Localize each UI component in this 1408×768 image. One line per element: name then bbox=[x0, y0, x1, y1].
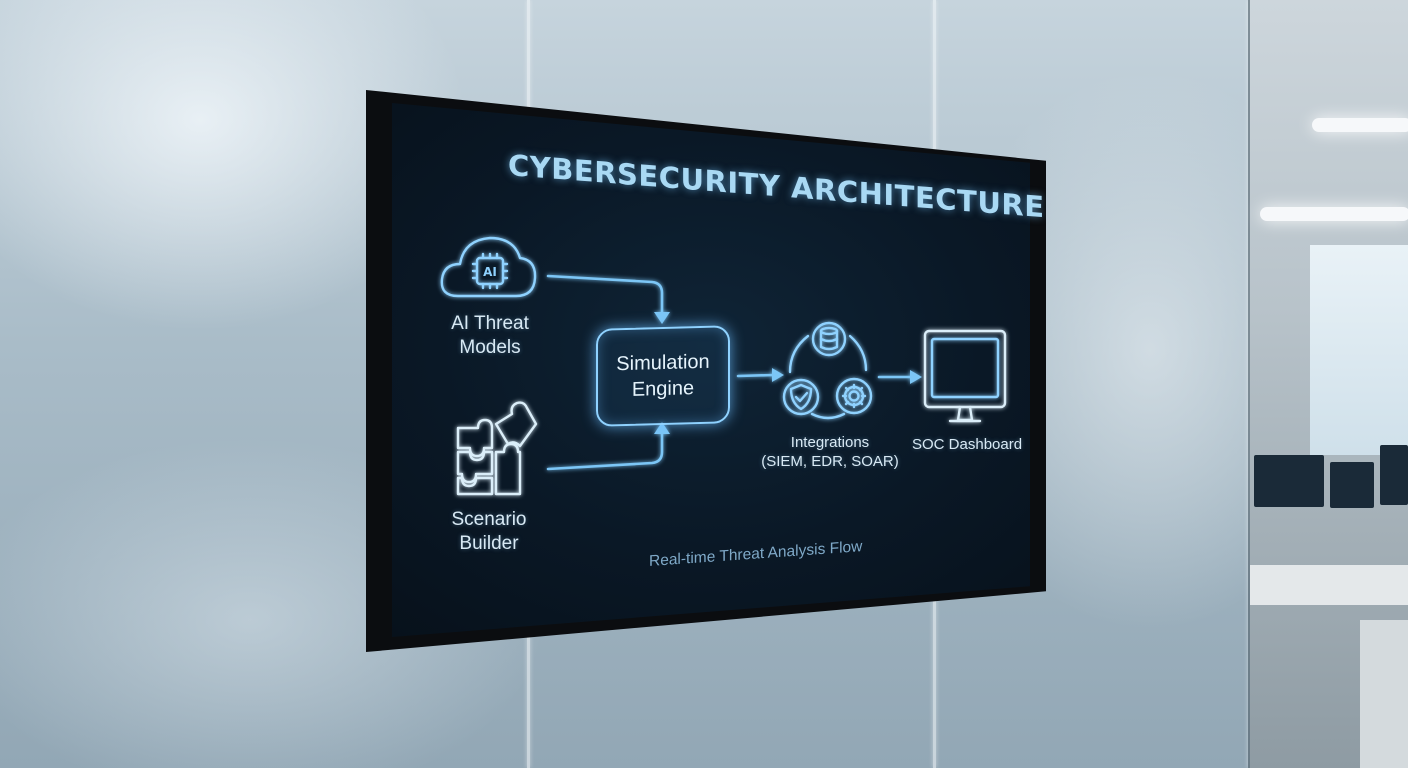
arrowhead bbox=[772, 368, 784, 382]
integrations-label: Integrations (SIEM, EDR, SOAR) bbox=[760, 434, 900, 472]
office-monitor bbox=[1330, 462, 1374, 508]
label-line: Builder bbox=[459, 532, 519, 554]
simulation-engine-label: Simulation Engine bbox=[616, 349, 709, 403]
label-line: Models bbox=[459, 336, 521, 358]
cloud-ai-chip-icon bbox=[440, 236, 537, 298]
arrowhead bbox=[654, 422, 670, 434]
database-icon bbox=[811, 321, 847, 357]
label-line: AI Threat bbox=[451, 313, 529, 334]
office-monitor bbox=[1254, 455, 1324, 507]
ceiling-light bbox=[1260, 207, 1408, 221]
soc-dashboard-label: SOC Dashboard bbox=[912, 436, 1023, 453]
arrowhead bbox=[654, 312, 670, 324]
monitor-icon bbox=[923, 329, 1007, 423]
arrowhead bbox=[910, 370, 922, 384]
office-monitor bbox=[1380, 445, 1408, 505]
label-line: Scenario bbox=[451, 509, 527, 530]
integration-cycle bbox=[788, 334, 868, 420]
simulation-engine-box: Simulation Engine bbox=[596, 325, 730, 427]
ai-threat-models-label: AI Threat Models bbox=[440, 312, 540, 360]
puzzle-icon bbox=[456, 401, 538, 496]
gear-icon bbox=[835, 377, 873, 415]
ai-chip-label: AI bbox=[483, 265, 497, 279]
scenario-builder-label: Scenario Builder bbox=[439, 508, 539, 556]
office-cabinet bbox=[1360, 620, 1408, 768]
office-background bbox=[1250, 0, 1408, 768]
label-line: (SIEM, EDR, SOAR) bbox=[761, 452, 899, 470]
shield-check-icon bbox=[782, 378, 820, 416]
arrow-engine-to-integrations bbox=[736, 373, 776, 378]
tv-screen bbox=[392, 103, 1030, 637]
ceiling-light bbox=[1312, 118, 1408, 132]
arrow-scenario-to-engine bbox=[546, 430, 664, 471]
office-desk bbox=[1250, 565, 1408, 605]
label-line: Integrations bbox=[790, 434, 870, 451]
label-line: Engine bbox=[631, 377, 695, 401]
arrow-ai-to-engine bbox=[546, 274, 664, 316]
office-window bbox=[1310, 245, 1408, 455]
label-line: Simulation bbox=[616, 350, 710, 376]
